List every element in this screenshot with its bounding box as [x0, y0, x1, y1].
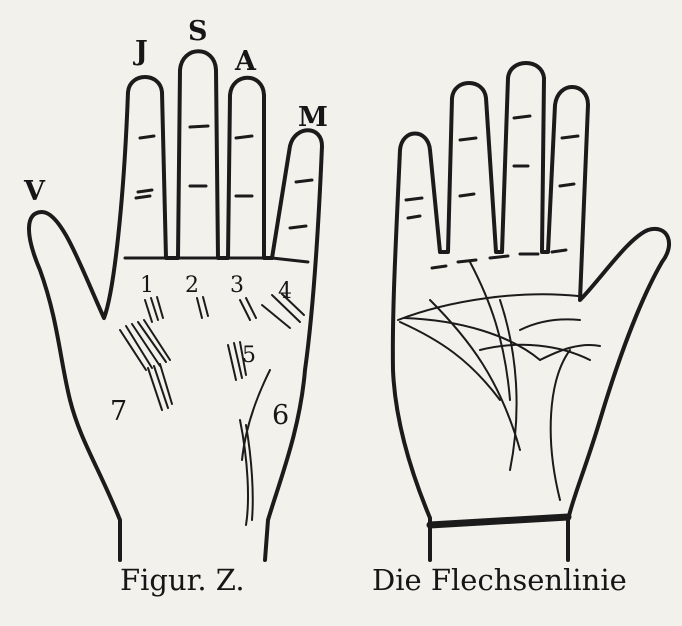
caption-figur-z: Figur. Z.	[120, 563, 245, 597]
left-knuckle-line	[125, 258, 308, 262]
label-finger-a: A	[234, 46, 257, 77]
label-zone-3: 3	[230, 273, 244, 298]
label-zone-2: 2	[185, 273, 199, 298]
left-hand: J S A M V 1 2 3 4 5 6 7	[23, 16, 328, 560]
label-finger-s: S	[188, 16, 208, 47]
label-finger-m: M	[298, 102, 328, 133]
label-zone-1: 1	[140, 273, 154, 298]
right-palm-lines	[398, 262, 600, 500]
label-zone-5: 5	[242, 343, 256, 368]
label-thumb-v: V	[23, 176, 46, 207]
label-finger-j: J	[133, 36, 148, 67]
right-hand	[393, 63, 669, 560]
label-zone-6: 6	[272, 400, 289, 431]
caption-flechsenlinie: Die Flechsenlinie	[372, 563, 627, 597]
label-zone-7: 7	[110, 396, 127, 427]
label-zone-4: 4	[278, 279, 292, 304]
left-hand-outline	[29, 51, 322, 560]
right-wrist-band	[430, 517, 568, 525]
right-hand-outline	[393, 63, 669, 560]
